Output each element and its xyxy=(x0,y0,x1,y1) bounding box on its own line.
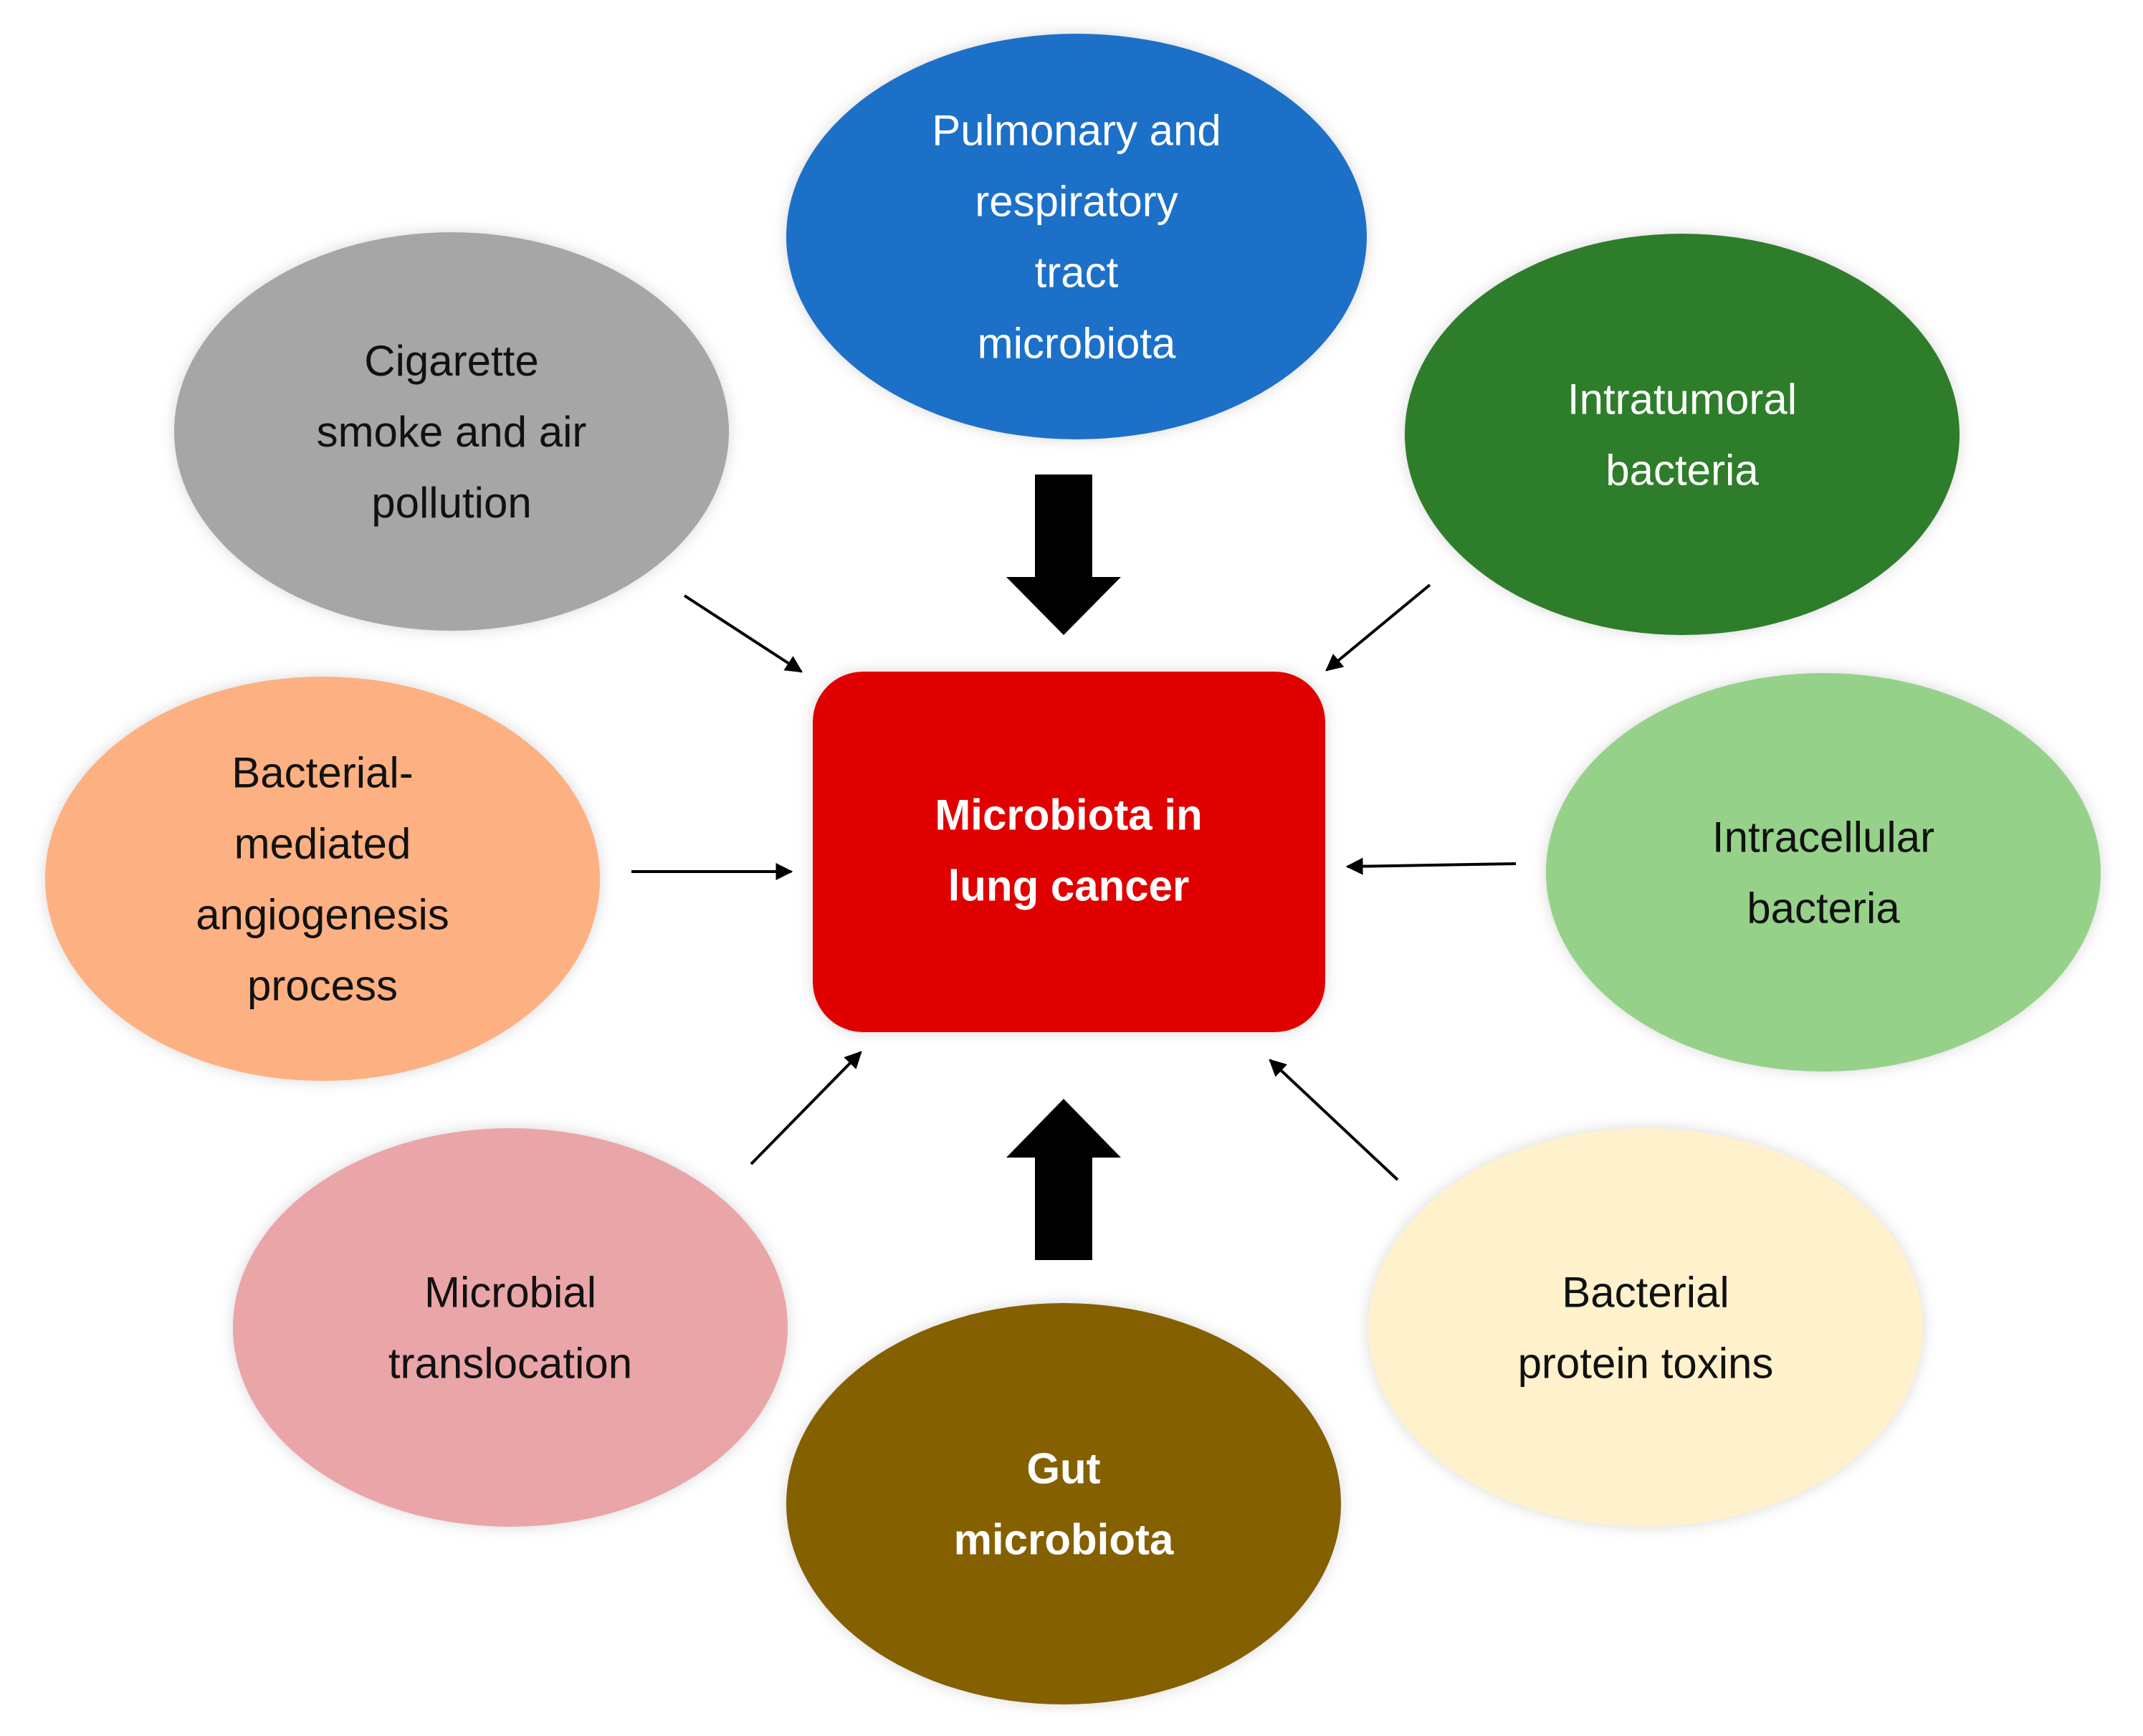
node-translocation: Microbial translocation xyxy=(233,1128,788,1527)
node-intratumoral: Intratumoral bacteria xyxy=(1405,234,1960,635)
label-line: Gut xyxy=(1026,1444,1100,1492)
thick-arrow-top xyxy=(1006,474,1121,635)
label-line: Microbiota in xyxy=(935,791,1202,839)
ellipse-translocation xyxy=(233,1128,788,1527)
label-line: smoke and air xyxy=(317,408,587,456)
arrow-intratumoral xyxy=(1325,583,1431,672)
ellipse-intracellular xyxy=(1546,673,2101,1072)
label-intratumoral: Intratumoral bacteria xyxy=(1567,375,1797,494)
node-angiogenesis: Bacterial-mediated angiogenesis process xyxy=(45,677,600,1081)
node-toxins: Bacterial protein toxins xyxy=(1368,1128,1923,1527)
connectors xyxy=(631,474,1517,1260)
node-gut: Gut microbiota xyxy=(786,1303,1341,1704)
arrow-toxins xyxy=(1269,1059,1399,1181)
label-line: Bacterial- xyxy=(232,748,413,796)
label-line: Intracellular xyxy=(1712,813,1934,861)
label-line: tract xyxy=(1035,248,1119,296)
label-line: Bacterial xyxy=(1562,1268,1729,1316)
label-line: lung cancer xyxy=(948,862,1190,910)
label-line: pollution xyxy=(371,479,532,527)
label-line: protein toxins xyxy=(1518,1339,1774,1387)
arrow-intracellular xyxy=(1345,857,1517,875)
node-intracellular: Intracellular bacteria xyxy=(1546,673,2101,1072)
label-line: angiogenesis xyxy=(196,890,449,938)
label-line: microbiota xyxy=(978,319,1176,367)
label-cigarette: Cigarette smoke and air pollution xyxy=(317,337,587,527)
label-line: mediated xyxy=(234,819,411,867)
center-box xyxy=(813,672,1325,1032)
label-intracellular: Intracellular bacteria xyxy=(1712,813,1934,932)
label-line: translocation xyxy=(388,1339,632,1387)
ellipse-gut xyxy=(786,1303,1341,1704)
label-line: Cigarette xyxy=(364,337,538,385)
label-line: Intratumoral xyxy=(1567,375,1797,423)
label-pulmonary: Pulmonary and respiratory tract microbiota xyxy=(932,106,1221,367)
label-line: Pulmonary and xyxy=(932,106,1221,154)
label-line: bacteria xyxy=(1605,446,1759,494)
ellipse-pulmonary xyxy=(786,34,1367,439)
label-line: microbiota xyxy=(954,1515,1174,1563)
arrow-translocation xyxy=(750,1051,862,1165)
node-cigarette: Cigarette smoke and air pollution xyxy=(174,232,729,631)
ellipse-angiogenesis xyxy=(45,677,600,1081)
label-toxins: Bacterial protein toxins xyxy=(1518,1268,1774,1387)
label-line: Microbial xyxy=(424,1268,596,1316)
label-gut: Gut microbiota xyxy=(954,1444,1174,1563)
label-angiogenesis: Bacterial-mediated angiogenesis process xyxy=(196,748,449,1009)
thick-arrow-bottom xyxy=(1006,1099,1121,1260)
label-line: process xyxy=(247,961,398,1009)
label-line: respiratory xyxy=(975,177,1178,225)
ellipse-toxins xyxy=(1368,1128,1923,1527)
ellipse-cigarette xyxy=(174,232,729,631)
label-line: bacteria xyxy=(1747,884,1900,932)
arrow-cigarette xyxy=(683,594,803,673)
center-node: Microbiota in lung cancer xyxy=(813,672,1325,1032)
node-pulmonary: Pulmonary and respiratory tract microbiota xyxy=(786,34,1367,439)
label-translocation: Microbial translocation xyxy=(388,1268,632,1387)
ellipse-intratumoral xyxy=(1405,234,1960,635)
center-label: Microbiota in lung cancer xyxy=(935,791,1202,910)
